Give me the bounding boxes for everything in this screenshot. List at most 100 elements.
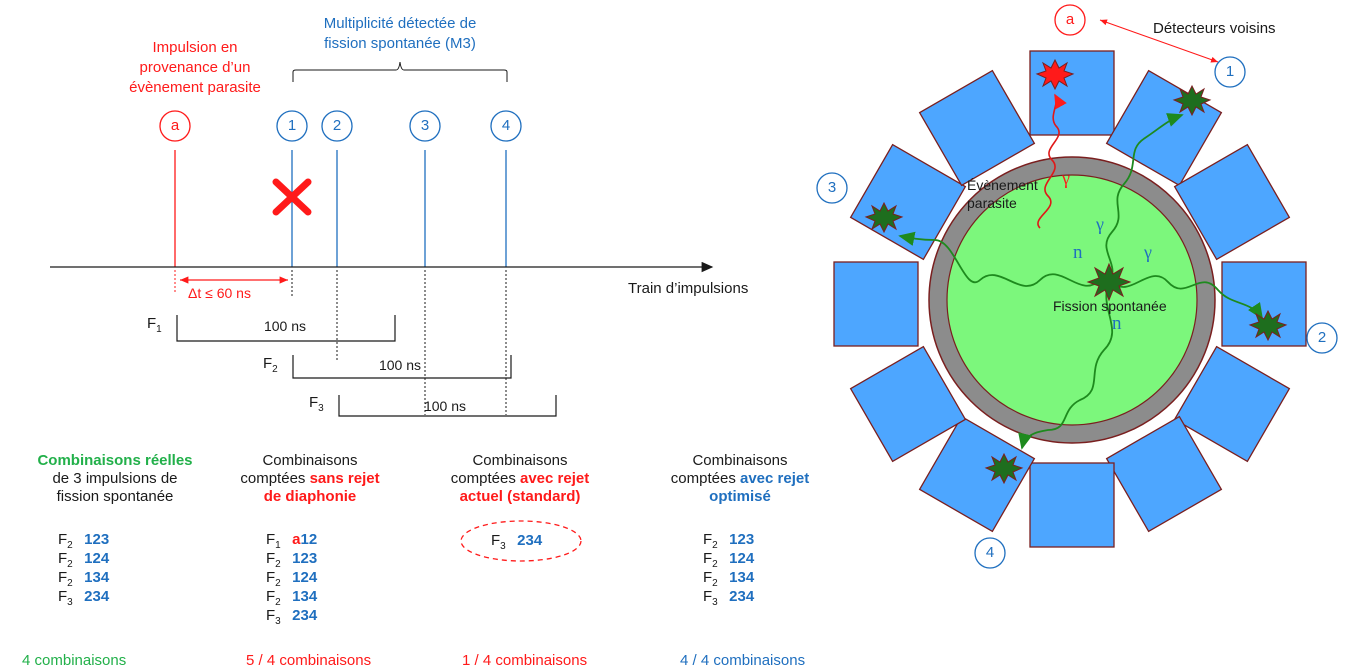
pulse-train-label: Train d’impulsions bbox=[628, 280, 749, 297]
detector-label-circle-1 bbox=[1214, 56, 1246, 88]
column-real-header: Combinaisons réelles de 3 impulsions de … bbox=[20, 452, 210, 506]
detector-figure bbox=[816, 4, 1338, 569]
list-item: F2 134 bbox=[703, 569, 755, 589]
detector-label-circle-4 bbox=[974, 537, 1006, 569]
fission-star-icon bbox=[1086, 262, 1132, 302]
detector-label-a: a bbox=[1065, 11, 1075, 28]
list-item: F3 234 bbox=[58, 588, 110, 608]
sample-core bbox=[946, 174, 1198, 426]
parasite-pulse-label: Impulsion en provenance d’un évènement p… bbox=[120, 38, 270, 98]
path-to-detector-3 bbox=[898, 231, 1101, 287]
parasite-event-label: Évènement parasite bbox=[967, 176, 1038, 212]
header-line: actuel (standard) bbox=[459, 488, 581, 505]
window-f2-label: F2 bbox=[263, 355, 278, 375]
detector-left-lower bbox=[849, 345, 967, 463]
neutron-symbol: n bbox=[1073, 242, 1083, 263]
window-f1-bracket bbox=[176, 315, 396, 342]
window-f1-label: F1 bbox=[147, 315, 162, 335]
parasite-label-line: Impulsion en bbox=[152, 39, 238, 56]
detector-right-lower bbox=[1173, 345, 1291, 463]
column-standard-total: 1 / 4 combinaisons bbox=[462, 652, 588, 669]
list-item: F1 a12 bbox=[266, 531, 318, 551]
pulse-circle-1 bbox=[276, 110, 308, 142]
parasite-gamma-wave bbox=[1037, 93, 1067, 229]
parasite-event-line: Évènement bbox=[967, 177, 1038, 193]
list-item: F2 124 bbox=[266, 569, 318, 589]
list-item: F2 123 bbox=[266, 550, 318, 570]
window-f3-label: F3 bbox=[309, 394, 324, 414]
neutron-symbol: n bbox=[1112, 313, 1122, 334]
detector-4 bbox=[918, 415, 1036, 533]
header-line: Combinaisons bbox=[692, 452, 788, 469]
detector-label-4: 4 bbox=[985, 544, 995, 561]
header-line: optimisé bbox=[709, 488, 771, 505]
pulse-circle-2 bbox=[321, 110, 353, 142]
path-to-detector-2 bbox=[1111, 275, 1263, 320]
list-item: F2 134 bbox=[266, 588, 318, 608]
window-f1-width: 100 ns bbox=[263, 318, 307, 334]
highlight-ellipse bbox=[460, 520, 582, 562]
column-optimised-header: Combinaisons comptées avec rejet optimis… bbox=[655, 452, 825, 506]
detector-left bbox=[833, 261, 919, 347]
column-real-list: F2 123 F2 124 F2 134 F3 234 bbox=[58, 530, 110, 608]
detector-top bbox=[1029, 50, 1115, 136]
delta-t-label: Δt ≤ 60 ns bbox=[188, 285, 251, 301]
header-line: de diaphonie bbox=[263, 488, 357, 505]
hit-star-detector-1-icon bbox=[1172, 84, 1212, 117]
detector-2 bbox=[1221, 261, 1307, 347]
detector-top-left bbox=[918, 69, 1036, 187]
detector-label-circle-3 bbox=[816, 172, 848, 204]
neighbours-arrow bbox=[1099, 19, 1219, 63]
path-to-detector-4 bbox=[1018, 284, 1114, 450]
list-item: F2 123 bbox=[58, 531, 110, 551]
detector-label-3: 3 bbox=[827, 179, 837, 196]
column-no-reject-list: F1 a12 F2 123 F2 124 F2 134 F3 234 bbox=[266, 530, 318, 627]
column-optimised-total: 4 / 4 combinaisons bbox=[680, 652, 806, 669]
list-item: F2 124 bbox=[703, 550, 755, 570]
hit-star-detector-2-icon bbox=[1248, 309, 1288, 342]
pulse-label-4: 4 bbox=[501, 117, 511, 134]
detector-label-1: 1 bbox=[1225, 63, 1235, 80]
detector-label-2: 2 bbox=[1317, 329, 1327, 346]
column-real-total: 4 combinaisons bbox=[22, 652, 127, 669]
column-standard-list: F3 234 bbox=[491, 531, 542, 552]
parasite-label-line: évènement parasite bbox=[129, 79, 261, 96]
multiplicity-label: Multiplicité détectée de fission spontan… bbox=[290, 14, 510, 54]
list-item: F3 234 bbox=[266, 607, 318, 627]
parasite-label-line: provenance d’un bbox=[139, 59, 251, 76]
header-line: Combinaisons bbox=[472, 452, 568, 469]
parasite-event-line: parasite bbox=[967, 195, 1017, 211]
header-line: fission spontanée bbox=[56, 488, 174, 505]
window-f3-bracket bbox=[338, 395, 557, 417]
list-item: F2 123 bbox=[703, 531, 755, 551]
header-line: Combinaisons réelles bbox=[37, 452, 193, 469]
fission-label: Fission spontanée bbox=[1053, 298, 1167, 314]
hit-star-detector-4-icon bbox=[984, 452, 1024, 485]
pulse-label-1: 1 bbox=[287, 117, 297, 134]
pulse-circle-4 bbox=[490, 110, 522, 142]
pulse-circle-3 bbox=[409, 110, 441, 142]
pulse-circle-a bbox=[159, 110, 191, 142]
gamma-symbol-parasite: γ bbox=[1062, 168, 1070, 188]
detector-bottom-right bbox=[1105, 415, 1223, 533]
path-to-detector-1 bbox=[1105, 113, 1184, 283]
header-line: de 3 impulsions de bbox=[52, 470, 178, 487]
list-item: F3 234 bbox=[703, 588, 755, 608]
detector-right-upper bbox=[1173, 143, 1291, 261]
window-f3-width: 100 ns bbox=[423, 398, 467, 414]
header-line: Combinaisons bbox=[262, 452, 358, 469]
neighbours-label: Détecteurs voisins bbox=[1153, 20, 1276, 37]
detector-label-circle-a bbox=[1054, 4, 1086, 36]
detector-label-circle-2 bbox=[1306, 322, 1338, 354]
list-item: F2 134 bbox=[58, 569, 110, 589]
rejected-pulse-cross-icon bbox=[272, 178, 312, 216]
hit-star-detector-3-icon bbox=[864, 201, 904, 234]
column-no-reject-header: Combinaisons comptées sans rejet de diap… bbox=[225, 452, 395, 506]
gamma-symbol: γ bbox=[1096, 214, 1104, 234]
gamma-symbol: γ bbox=[1144, 242, 1152, 262]
window-f2-bracket bbox=[292, 355, 512, 379]
pulse-label-2: 2 bbox=[332, 117, 342, 134]
column-standard-header: Combinaisons comptées avec rejet actuel … bbox=[430, 452, 610, 506]
pulse-label-a: a bbox=[170, 117, 180, 134]
